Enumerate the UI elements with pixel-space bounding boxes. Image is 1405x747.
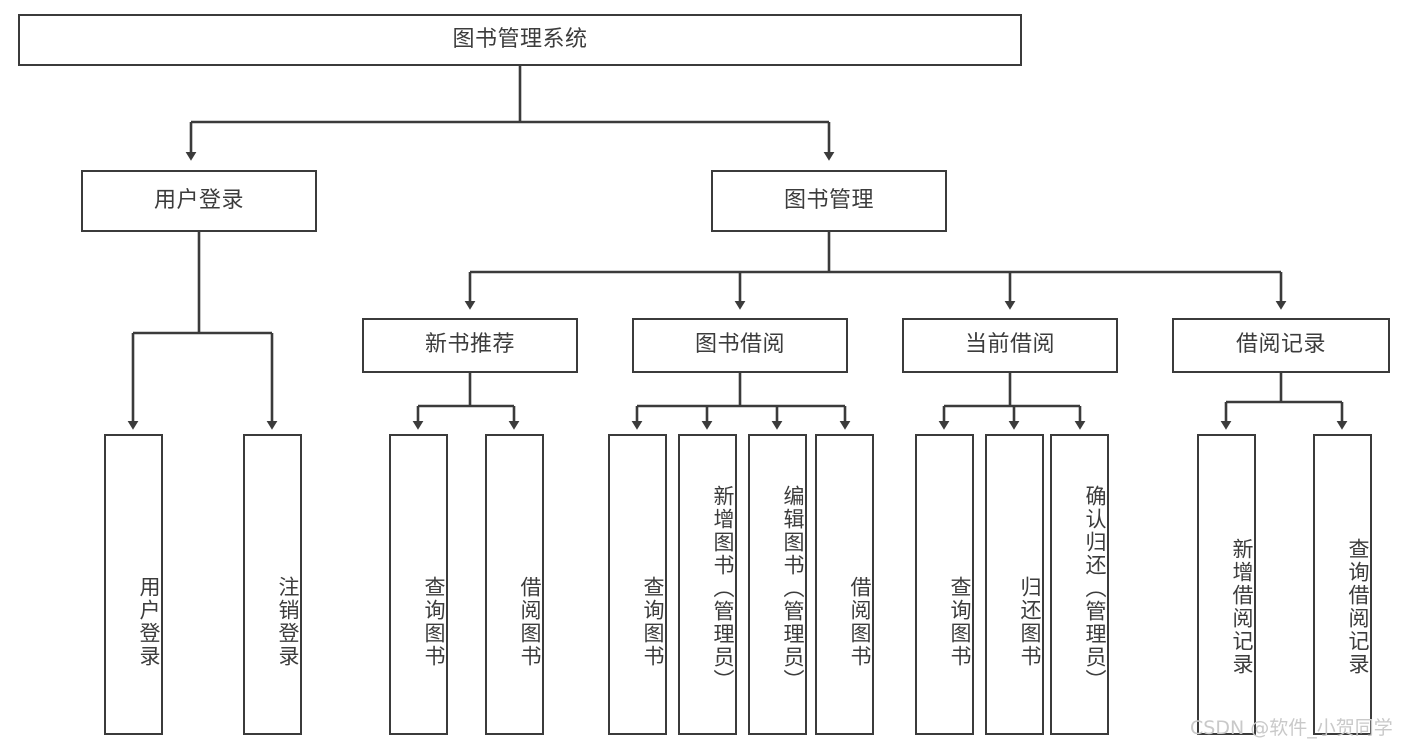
- node-leaf-confirm-return[interactable]: 确认归还（管理员）: [1050, 434, 1109, 735]
- node-new-book-rec-label: 新书推荐: [424, 332, 515, 358]
- node-root-label: 图书管理系统: [452, 26, 588, 52]
- node-leaf-add-record[interactable]: 新增借阅记录: [1197, 434, 1256, 735]
- node-leaf-borrow-book-1[interactable]: 借阅图书: [485, 434, 544, 735]
- node-leaf-user-login[interactable]: 用户登录: [104, 434, 163, 735]
- node-leaf-query-book-1-label: 查询图书: [422, 576, 446, 668]
- node-user-login[interactable]: 用户登录: [81, 170, 317, 232]
- node-leaf-add-book-label: 新增图书（管理员）: [711, 485, 735, 692]
- node-root[interactable]: 图书管理系统: [18, 14, 1022, 66]
- node-leaf-query-book-1[interactable]: 查询图书: [389, 434, 448, 735]
- node-leaf-user-logout-label: 注销登录: [276, 576, 300, 668]
- node-leaf-user-login-label: 用户登录: [137, 576, 161, 668]
- node-book-borrow[interactable]: 图书借阅: [632, 318, 848, 373]
- node-leaf-edit-book[interactable]: 编辑图书（管理员）: [748, 434, 807, 735]
- node-leaf-add-book[interactable]: 新增图书（管理员）: [678, 434, 737, 735]
- node-leaf-add-record-label: 新增借阅记录: [1230, 538, 1254, 676]
- node-current-borrow[interactable]: 当前借阅: [902, 318, 1118, 373]
- node-book-manage-label: 图书管理: [783, 187, 874, 213]
- csdn-watermark: CSDN @软件_小贺同学: [1190, 717, 1393, 739]
- node-leaf-borrow-book-1-label: 借阅图书: [518, 576, 542, 668]
- node-leaf-query-record-label: 查询借阅记录: [1346, 538, 1370, 676]
- node-leaf-borrow-book-2[interactable]: 借阅图书: [815, 434, 874, 735]
- node-leaf-query-book-3-label: 查询图书: [948, 576, 972, 668]
- node-leaf-return-book-label: 归还图书: [1018, 576, 1042, 668]
- node-book-borrow-label: 图书借阅: [694, 332, 785, 358]
- node-leaf-user-logout[interactable]: 注销登录: [243, 434, 302, 735]
- node-leaf-return-book[interactable]: 归还图书: [985, 434, 1044, 735]
- node-leaf-edit-book-label: 编辑图书（管理员）: [781, 485, 805, 692]
- node-borrow-record[interactable]: 借阅记录: [1172, 318, 1390, 373]
- node-leaf-borrow-book-2-label: 借阅图书: [848, 576, 872, 668]
- node-current-borrow-label: 当前借阅: [964, 332, 1055, 358]
- node-leaf-query-book-2[interactable]: 查询图书: [608, 434, 667, 735]
- node-leaf-query-book-3[interactable]: 查询图书: [915, 434, 974, 735]
- node-user-login-label: 用户登录: [153, 187, 244, 213]
- node-book-manage[interactable]: 图书管理: [711, 170, 947, 232]
- node-leaf-confirm-return-label: 确认归还（管理员）: [1083, 485, 1107, 692]
- node-leaf-query-book-2-label: 查询图书: [641, 576, 665, 668]
- node-borrow-record-label: 借阅记录: [1235, 332, 1326, 358]
- node-new-book-rec[interactable]: 新书推荐: [362, 318, 578, 373]
- node-leaf-query-record[interactable]: 查询借阅记录: [1313, 434, 1372, 735]
